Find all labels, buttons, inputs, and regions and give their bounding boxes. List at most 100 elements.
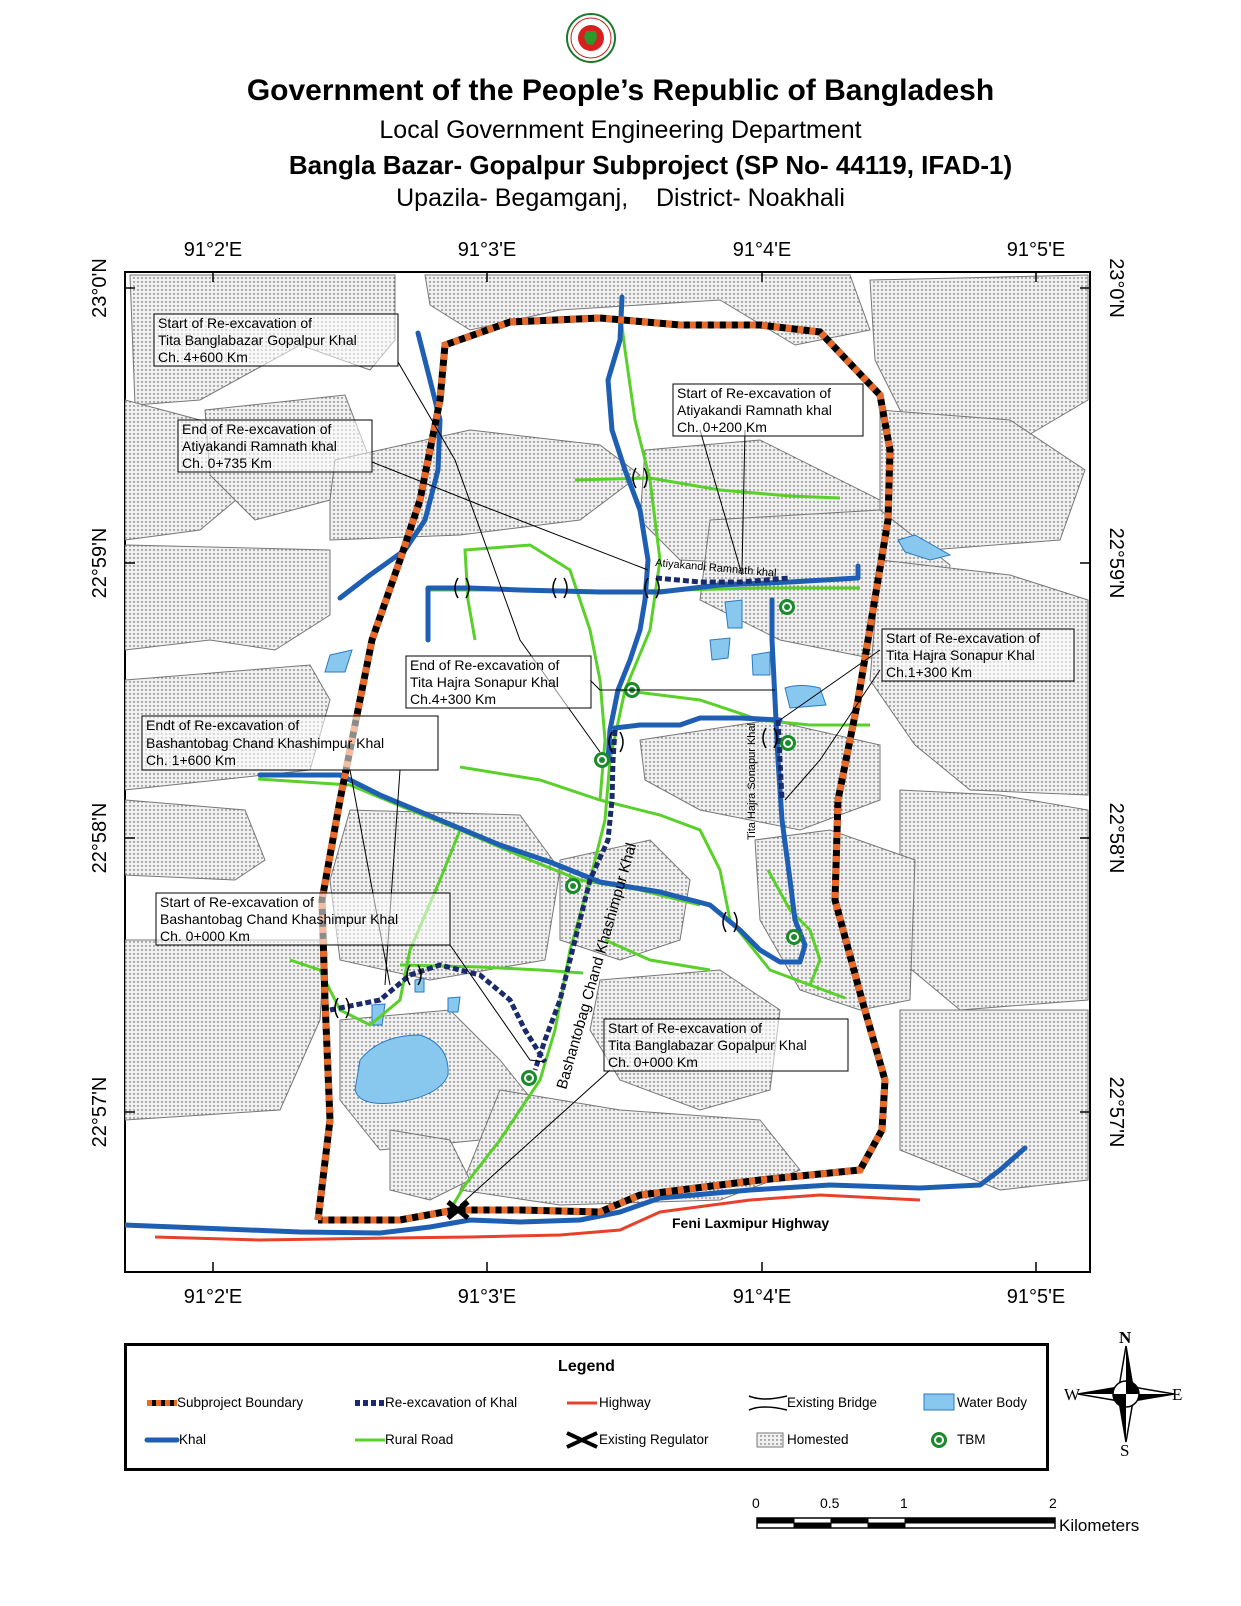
homested-symbol — [756, 1432, 784, 1448]
compass-south-label: S — [1120, 1441, 1130, 1460]
svg-text:Ch.1+300 Km: Ch.1+300 Km — [886, 664, 972, 680]
scale-tick-label: 0.5 — [820, 1495, 840, 1511]
highway-line — [154, 1193, 921, 1242]
svg-text:Start of Re-excavation of: Start of Re-excavation of — [608, 1020, 762, 1036]
graticule-ticks — [125, 272, 1090, 1272]
svg-text:Tita Banglabazar Gopalpur Khal: Tita Banglabazar Gopalpur Khal — [608, 1037, 807, 1053]
annotation-box: Endt of Re-excavation of Bashantobag Chan… — [141, 715, 439, 771]
top-axis-label: 91°4'E — [733, 239, 792, 261]
tbm-marker — [786, 929, 802, 945]
bottom-axis-label: 91°2'E — [184, 1286, 243, 1308]
tbm-symbol — [931, 1432, 947, 1448]
scale-tick-label: 0 — [752, 1495, 760, 1511]
svg-text:Bashantobag Chand Khashimpur K: Bashantobag Chand Khashimpur Khal — [146, 735, 384, 751]
government-seal-logo — [566, 13, 616, 63]
top-axis-label: 91°5'E — [1007, 239, 1066, 261]
subproject-boundary — [314, 314, 894, 1224]
title-line-2: Local Government Engineering Department — [379, 116, 862, 144]
reexcavation-lines — [329, 575, 791, 1071]
svg-text:Ch. 0+000 Km: Ch. 0+000 Km — [608, 1054, 698, 1070]
svg-text:Atiyakandi Ramnath khal: Atiyakandi Ramnath khal — [677, 402, 832, 418]
bottom-axis-label: 91°4'E — [733, 1286, 792, 1308]
svg-text:Tita Hajra Sonapur Khal: Tita Hajra Sonapur Khal — [410, 674, 559, 690]
left-axis-label: 22°59'N — [89, 528, 111, 599]
tbm-marker — [779, 599, 795, 615]
svg-text:Ch. 0+000 Km: Ch. 0+000 Km — [160, 928, 250, 944]
compass-east-label: E — [1172, 1385, 1183, 1404]
tbm-marker — [780, 735, 796, 751]
bottom-axis-label: 91°5'E — [1007, 1286, 1066, 1308]
top-axis-label: 91°3'E — [458, 239, 517, 261]
rural-roads — [257, 309, 870, 1211]
scale-tick-label: 1 — [900, 1495, 908, 1511]
legend-label-water-body: Water Body — [957, 1395, 1028, 1410]
svg-text:Tita Banglabazar Gopalpur Khal: Tita Banglabazar Gopalpur Khal — [158, 332, 357, 348]
legend-label-homested: Homested — [787, 1432, 849, 1447]
svg-text:Start of Re-excavation of: Start of Re-excavation of — [160, 894, 314, 910]
svg-text:Ch. 0+735 Km: Ch. 0+735 Km — [182, 455, 272, 471]
legend-label-rural-road: Rural Road — [385, 1432, 454, 1447]
svg-text:Start of Re-excavation of: Start of Re-excavation of — [158, 315, 312, 331]
legend-label-existing-regulator: Existing Regulator — [599, 1432, 709, 1447]
svg-text:Tita Hajra Sonapur Khal: Tita Hajra Sonapur Khal — [886, 647, 1035, 663]
legend-label-khal: Khal — [179, 1432, 207, 1447]
axis-labels: 91°2'E 91°3'E 91°4'E 91°5'E 91°2'E 91°3'… — [89, 239, 1127, 1308]
svg-text:Ch. 4+600 Km: Ch. 4+600 Km — [158, 349, 248, 365]
existing-regulator — [446, 1200, 470, 1220]
left-axis-label: 23°0'N — [89, 258, 111, 318]
bridge-symbol — [748, 1395, 788, 1411]
legend-symbols — [144, 1393, 955, 1449]
svg-text:End of Re-excavation of: End of Re-excavation of — [182, 421, 332, 437]
water-bodies — [324, 534, 952, 1104]
right-axis-label: 23°0'N — [1105, 258, 1127, 318]
title-line-3: Bangla Bazar- Gopalpur Subproject (SP No… — [288, 150, 1013, 180]
highway-label: Feni Laxmipur Highway — [672, 1215, 829, 1231]
right-axis-label: 22°58'N — [1105, 803, 1127, 874]
legend-label-reexcavation: Re-excavation of Khal — [385, 1395, 518, 1410]
compass-rose-icon — [1077, 1345, 1175, 1443]
regulator-symbol — [566, 1431, 598, 1449]
svg-text:Atiyakandi Ramnath khal: Atiyakandi Ramnath khal — [182, 438, 337, 454]
legend-panel: Legend Subproject Boundary Re-excavation… — [124, 1343, 1049, 1471]
tita-hajra-khal-label: Tita Hajra Sonapur Khal — [746, 723, 758, 840]
svg-text:Start of Re-excavation of: Start of Re-excavation of — [677, 385, 831, 401]
legend-title: Legend — [558, 1358, 615, 1375]
compass-west-label: W — [1064, 1385, 1081, 1404]
title-line-4: Upazila- Begamganj, District- Noakhali — [396, 184, 845, 212]
tbm-marker — [521, 1070, 537, 1086]
scale-unit-label: Kilometers — [1059, 1516, 1140, 1535]
svg-text:Bashantobag Chand Khashimpur K: Bashantobag Chand Khashimpur Khal — [160, 911, 398, 927]
legend-label-existing-bridge: Existing Bridge — [787, 1395, 878, 1410]
tbm-markers — [521, 599, 802, 1086]
scale-tick-label: 2 — [1049, 1495, 1057, 1511]
tbm-marker — [594, 752, 610, 768]
legend-label-tbm: TBM — [957, 1432, 986, 1447]
existing-bridges — [334, 467, 778, 1019]
compass-north-label: N — [1119, 1328, 1132, 1347]
svg-text:Endt of Re-excavation of: Endt of Re-excavation of — [146, 717, 299, 733]
svg-text:Ch. 1+600 Km: Ch. 1+600 Km — [146, 752, 236, 768]
legend-label-subproject-boundary: Subproject Boundary — [177, 1395, 304, 1410]
svg-text:Ch. 0+200 Km: Ch. 0+200 Km — [677, 419, 767, 435]
water-body-symbol — [923, 1393, 955, 1411]
right-axis-label: 22°59'N — [1105, 528, 1127, 599]
svg-text:End of Re-excavation of: End of Re-excavation of — [410, 657, 560, 673]
svg-text:Ch.4+300 Km: Ch.4+300 Km — [410, 691, 496, 707]
scale-bar — [756, 1517, 1056, 1529]
right-axis-label: 22°57'N — [1105, 1077, 1127, 1148]
tbm-marker — [565, 878, 581, 894]
legend-label-highway: Highway — [599, 1395, 651, 1410]
left-axis-label: 22°58'N — [89, 803, 111, 874]
left-axis-label: 22°57'N — [89, 1077, 111, 1148]
title-line-1: Government of the People’s Republic of B… — [246, 74, 995, 107]
bottom-axis-label: 91°3'E — [458, 1286, 517, 1308]
